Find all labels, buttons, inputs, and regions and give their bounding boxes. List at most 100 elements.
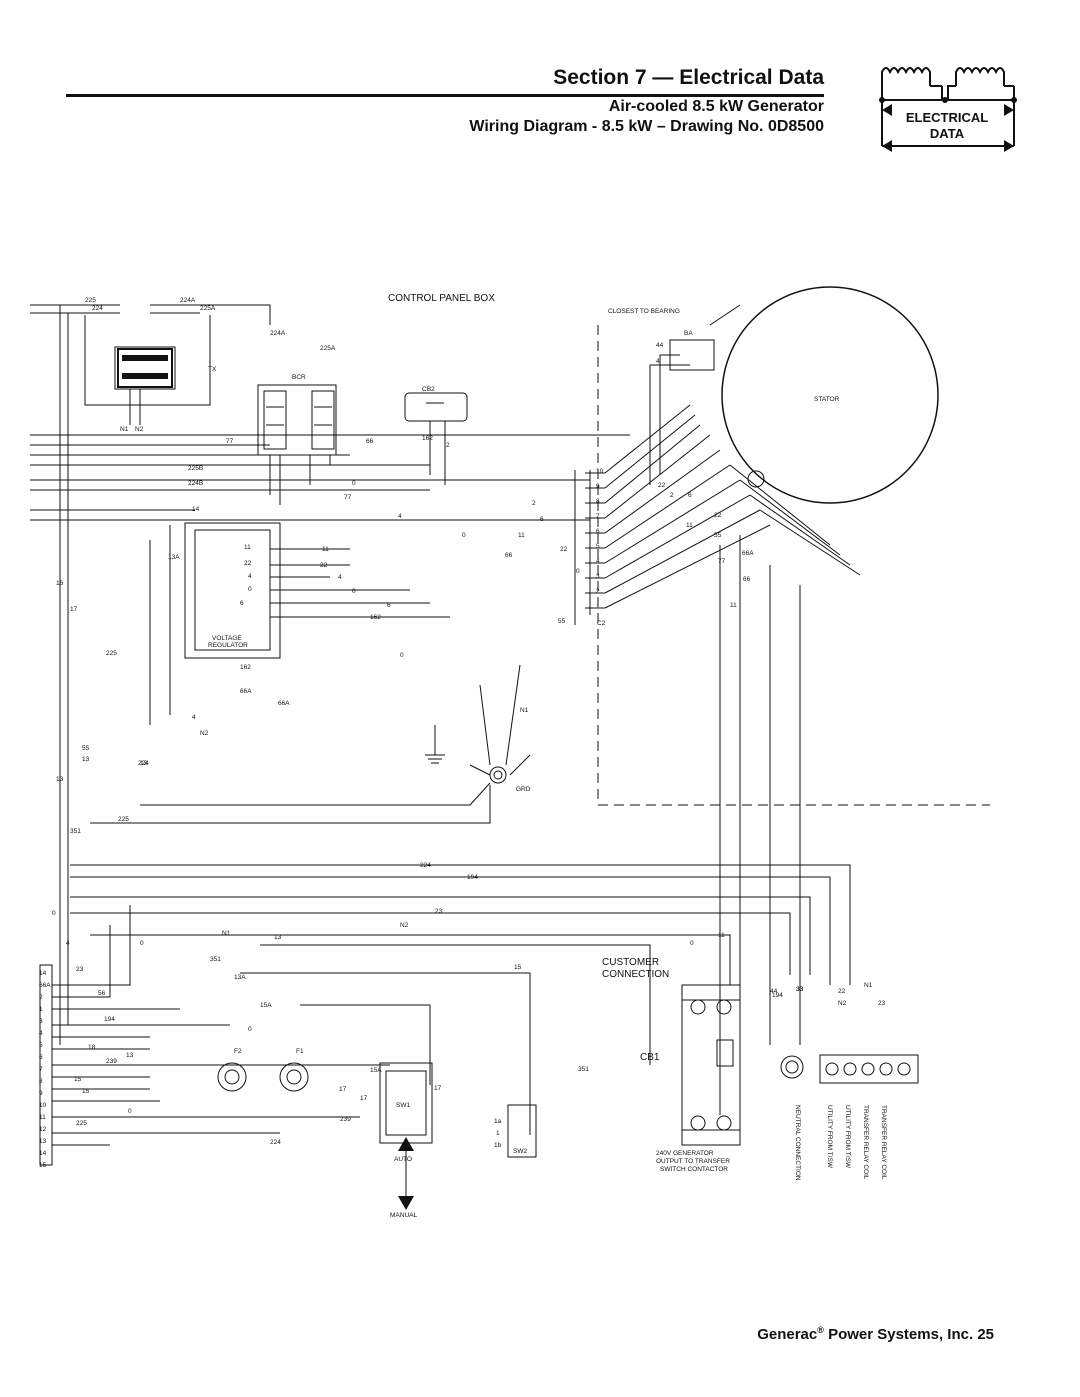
wire-number-label: 15 [74,1076,82,1083]
wire-number-label: 8 [596,498,600,505]
wire-number-label: N1 [520,707,529,714]
sw2-1-label: 1 [496,1130,500,1137]
wire-number-label: 13 [274,934,282,941]
wire-number-label: N1 [120,426,129,433]
wire-number-label: 239 [106,1058,117,1065]
wire-number-label: 15 [514,964,522,971]
wire-number-label: 162 [240,664,251,671]
auto-arrow-icon [398,1137,414,1151]
wire-number-label: 55 [714,532,722,539]
subtitle-drawing: Wiring Diagram - 8.5 kW – Drawing No. 0D… [469,118,824,135]
wire-number-label: 2 [596,588,600,595]
manual-label: MANUAL [390,1212,417,1219]
wire-number-label: 0 [352,480,356,487]
badge-text-electrical: ELECTRICAL [905,110,989,125]
wire-number-label: 11 [730,602,737,609]
wire-number-label: 11 [518,532,525,539]
wire-number-label: 13 [39,1138,47,1145]
wire-number-label: 23 [435,908,443,915]
wire-number-label: 23 [878,1000,886,1007]
connection-label: CONNECTION [602,969,669,980]
wire-number-label: 77 [226,438,234,445]
generator-output-line2: OUTPUT TO TRANSFER [656,1158,730,1165]
wire-number-label: 13 [56,776,64,783]
wire-number-label: 8 [39,1078,43,1085]
wire-number-label: 14 [39,1150,47,1157]
wire-number-label: 14 [192,506,200,513]
wire-number-label: 224 [138,760,149,767]
wire-number-label: 15A [260,1002,272,1009]
wire-number-label: 17 [360,1095,368,1102]
badge-text-data: DATA [929,126,965,141]
wire-number-label: 17 [70,606,78,613]
wire-number-label: 2 [532,500,536,507]
customer-label: CUSTOMER [602,957,659,968]
wire-number-label: 225B [188,465,203,472]
page-footer: Generac® Power Systems, Inc. 25 [757,1325,994,1343]
wire-number-label: 3 [39,1018,43,1025]
wire-number-label: 0 [140,940,144,947]
wire-number-label: 0 [52,910,56,917]
wire-number-label: 5 [39,1042,43,1049]
wire-number-label: 66A [742,550,754,557]
f1-label: F1 [296,1048,304,1055]
wire-number-label: 22 [320,562,328,569]
wire-number-label: 1 [39,1006,43,1013]
wire-number-label: 13 [126,1052,134,1059]
wire-number-label: 6 [387,602,391,609]
wire-number-label: 351 [210,956,221,963]
wire-number-label: 0 [128,1108,132,1115]
terminal-utility2-label: UTILITY FROM T/SW [844,1105,851,1169]
wire-number-label: 0 [400,652,404,659]
voltage-label: VOLTAGE [212,635,242,642]
wire-number-label: 66A [39,982,51,989]
sw2-label: SW2 [513,1148,527,1155]
wire-number-label: 5 [596,543,600,550]
wire-number-label: 77 [344,494,352,501]
wire-number-label: 13 [30,285,38,287]
wire-number-label: 162 [370,614,381,621]
wire-number-label: 162 [422,435,433,442]
terminal-relay1-label: TRANSFER RELAY COIL [862,1105,869,1180]
wire-number-label: 4 [66,940,70,947]
wire-number-label: 4 [39,1030,43,1037]
wire-number-label: 351 [70,828,81,835]
closest-to-bearing-label: CLOSEST TO BEARING [608,308,680,315]
wire-number-label: 17 [339,1086,347,1093]
wire-number-label: 22 [714,512,722,519]
wire-number-label: 13 [82,756,90,763]
wire-number-label: N2 [135,426,144,433]
wire-number-label: 3 [596,573,600,580]
wire-number-label: 6 [39,1054,43,1061]
header-rule [66,94,824,97]
f2-label: F2 [234,1048,242,1055]
wire-number-label: 13 [140,760,148,767]
sw1-label: SW1 [396,1102,410,1109]
coil-emblem-icon [879,67,1017,152]
wire-number-label: N2 [200,730,209,737]
wire-number-label: 225 [76,1120,87,1127]
sw2-1a-label: 1a [494,1118,502,1125]
wire-number-label: 4 [656,358,660,365]
wire-number-label: 224 [270,1139,281,1146]
wire-number-label: 6 [540,516,544,523]
wire-number-label: 225A [200,305,216,312]
terminal-neutral-label: NEUTRAL CONNECTION [794,1105,801,1181]
wire-number-label: 13A [168,554,180,561]
auto-label: AUTO [394,1156,412,1163]
wire-number-label: 12 [39,1126,47,1133]
electrical-data-badge: ELECTRICAL DATA [874,64,1020,156]
wire-number-label: 22 [658,482,666,489]
sw2-1b-label: 1b [494,1142,502,1149]
wire-number-label: 0 [248,1026,252,1033]
wire-number-label: 194 [467,874,478,881]
wiring-diagram: CONTROL PANEL BOX CLOSEST TO BEARING BA … [30,285,990,1225]
wire-number-label: 4 [398,513,402,520]
wire-number-label: 9 [39,1090,43,1097]
wire-number-label: 56 [98,990,106,997]
wire-number-label: 4 [338,574,342,581]
wire-number-label: 6 [688,492,692,499]
wire-number-label: 13A [234,974,246,981]
wire-number-label: 225A [320,345,336,352]
wire-number-label: 224B [188,480,203,487]
